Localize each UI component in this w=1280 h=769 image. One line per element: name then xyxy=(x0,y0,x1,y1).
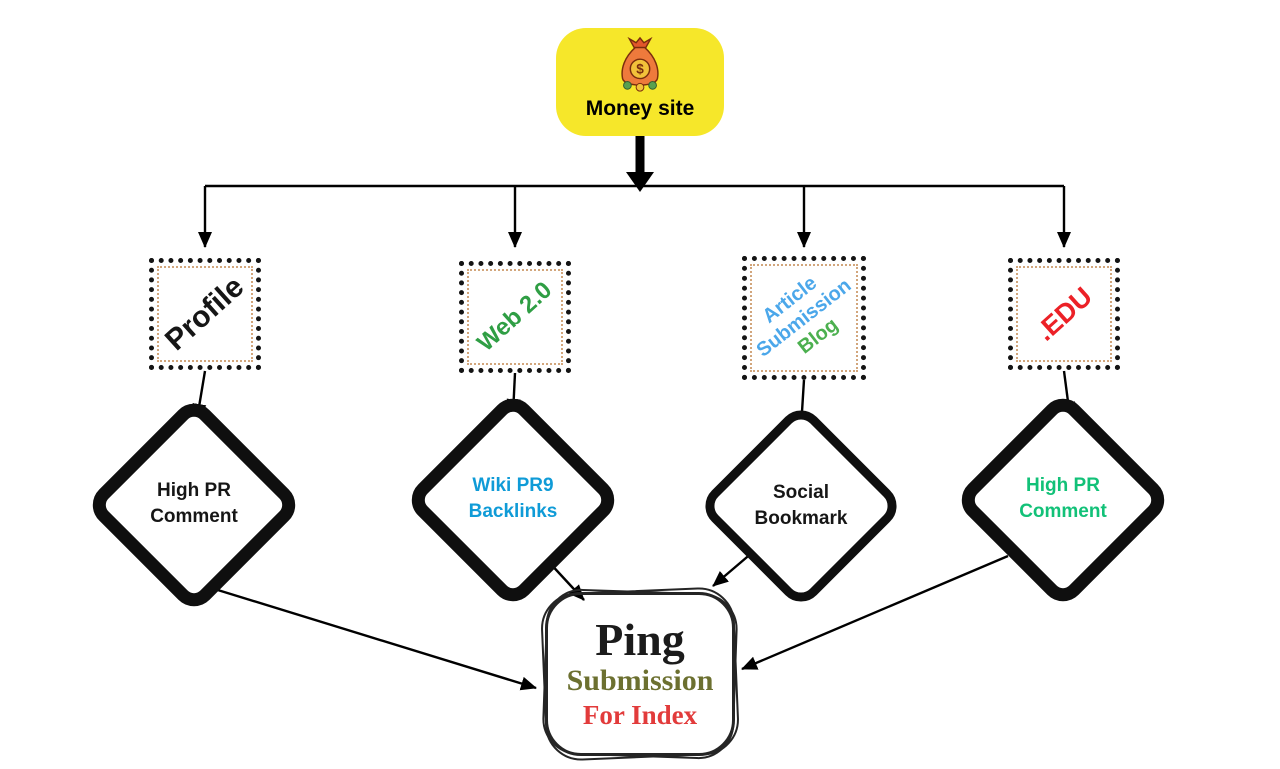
label-line: Wiki PR9 xyxy=(472,475,554,496)
label-line: Backlinks xyxy=(468,501,558,523)
stamp-web20: Web 2.0 xyxy=(459,261,571,373)
label-line: Social xyxy=(773,482,829,503)
for-index-label: For Index xyxy=(582,699,698,730)
diamond-label-social-bookmark: Social Bookmark xyxy=(719,480,883,532)
stamp-article-submission-blog: Article Submission Blog xyxy=(742,256,866,380)
stamp-edu-label: .EDU xyxy=(1029,280,1098,347)
diamond-label-high-pr-comment-left: High PR Comment xyxy=(112,478,276,530)
stamp-profile-label: Profile xyxy=(158,270,251,358)
diamond-label-wiki-pr9-backlinks: Wiki PR9 Backlinks xyxy=(431,473,595,525)
stamp-profile: Profile xyxy=(149,258,261,370)
label-line: High PR xyxy=(1026,475,1100,496)
arrow-highprright-to-ping xyxy=(741,554,1009,671)
submission-label: Submission xyxy=(566,664,714,697)
money-site-node: $ Money site xyxy=(556,28,724,136)
stamp-edu: .EDU xyxy=(1008,258,1120,370)
money-bag-icon: $ xyxy=(621,36,659,92)
label-line: Comment xyxy=(150,506,238,528)
diamond-label-high-pr-comment-right: High PR Comment xyxy=(981,473,1145,525)
ping-submission-box: Ping Submission For Index xyxy=(539,586,741,762)
svg-text:$: $ xyxy=(636,62,644,77)
sketch-outline xyxy=(545,592,735,756)
label-line: High PR xyxy=(157,480,231,501)
arrow-moneysite-head xyxy=(626,172,654,192)
ping-title: Ping xyxy=(595,614,685,666)
stamp-web20-label: Web 2.0 xyxy=(472,276,558,357)
money-site-label: Money site xyxy=(585,97,695,120)
label-line: Comment xyxy=(1019,501,1107,523)
label-line: Bookmark xyxy=(754,508,848,530)
arrow-highprleft-to-ping xyxy=(207,585,537,691)
